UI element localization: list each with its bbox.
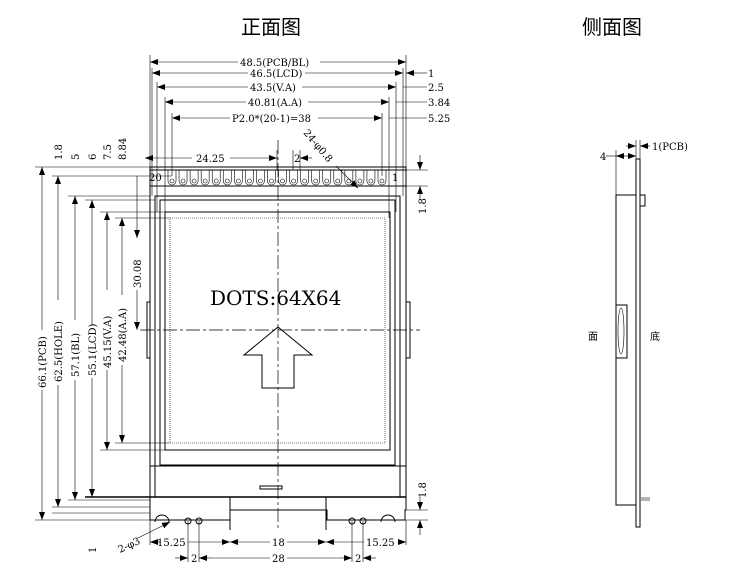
pin-hole: [335, 178, 341, 184]
dim-aa-height: 42.48(A.A): [118, 308, 129, 362]
pin-hole: [258, 178, 263, 184]
dim-va-height: 45.15(V.A): [103, 316, 114, 368]
dim-right-2: 2.5: [428, 83, 444, 94]
pin-pad: [222, 170, 232, 186]
bottom-dimensions: 15.25 18 15.25 2 28 2 2-φ3: [117, 520, 407, 565]
dim-mount-holes: 2-φ3: [117, 536, 143, 556]
pin-hole: [346, 178, 352, 184]
pin-hole: [379, 178, 385, 184]
dim-bottom-right-span: 15.25: [366, 538, 395, 549]
pin-pad: [366, 170, 376, 186]
lcd-outline: [154, 195, 401, 498]
dim-pcb-width: 48.5(PCB/BL): [240, 58, 309, 69]
pin-hole: [180, 178, 186, 184]
side-pcb-thickness: 1(PCB): [652, 142, 688, 153]
dim-bottom-left: 1: [88, 547, 99, 553]
dim-pcb-height: 66.1(PCB): [38, 336, 49, 388]
dim-right-upper: 1.8: [418, 198, 429, 214]
pin-pad: [267, 170, 276, 186]
pin-pad: [245, 170, 254, 186]
side-view: 4 1(PCB) 面 底: [588, 140, 688, 528]
dim-aa-width: 40.81(A.A): [248, 98, 302, 109]
dim-top-5: 8.84: [118, 138, 129, 160]
side-bottom-label: 底: [650, 330, 660, 343]
pin-pad: [178, 170, 188, 186]
pin-hole: [302, 178, 307, 184]
dim-top-1: 1.8: [54, 144, 65, 160]
side-view-title: 侧面图: [582, 15, 642, 39]
dim-pin-pitch: P2.0*(20-1)=38: [232, 114, 311, 125]
pin-hole: [213, 178, 219, 184]
pin-pad: [377, 170, 387, 186]
pin-pad: [278, 170, 287, 186]
front-view-title: 正面图: [241, 15, 301, 39]
side-pcb: [635, 158, 641, 528]
side-depth: 4: [600, 152, 606, 163]
top-dimensions: 48.5(PCB/BL) 46.5(LCD) 43.5(V.A) 40.81(A…: [145, 55, 450, 218]
pin-hole: [280, 178, 285, 184]
right-dimensions: 1.8 1.8: [406, 155, 429, 535]
pin-hole: [368, 178, 374, 184]
pin-hole: [291, 178, 296, 184]
side-face-label: 面: [588, 332, 598, 343]
pin-pad: [322, 170, 332, 186]
dim-bl-height: 57.1(BL): [71, 333, 82, 377]
bezel-outline: [159, 199, 396, 466]
pin-pad: [189, 170, 199, 186]
dim-bottom-span: 28: [272, 554, 285, 565]
dim-bottom-left-span: 15.25: [157, 538, 186, 549]
dim-pin-left: 2: [191, 554, 197, 565]
pin-pad: [167, 170, 177, 186]
dim-lcd-width: 46.5(LCD): [250, 69, 302, 80]
dim-right-1: 1: [428, 69, 434, 80]
pin-hole: [313, 178, 318, 184]
dim-right-lower: 1.8: [418, 482, 429, 498]
pin-pad: [234, 170, 243, 186]
pin-hole: [247, 178, 252, 184]
pin-pad: [311, 170, 320, 186]
dim-right-3: 3.84: [428, 98, 450, 109]
pin-hole: [357, 178, 363, 184]
pin-pad: [200, 170, 210, 186]
pcb-outline: [149, 166, 407, 521]
pin-pad: [211, 170, 221, 186]
front-view: DOTS:64X64: [140, 140, 420, 530]
pin-pad: [289, 170, 298, 186]
pin-hole: [269, 178, 274, 184]
orientation-arrow-icon: [242, 326, 314, 389]
dim-center-offset: 24.25: [196, 154, 225, 165]
pin-pad: [300, 170, 309, 186]
display-resolution: DOTS:64X64: [210, 286, 341, 310]
dim-bottom-center: 18: [272, 538, 285, 549]
pin-hole: [191, 178, 197, 184]
pin-hole: [224, 178, 230, 184]
dim-hole-height: 62.5(HOLE): [54, 321, 65, 382]
viewing-area: [164, 211, 391, 451]
pin-hole: [169, 178, 175, 184]
pin-hole: [202, 178, 208, 184]
dim-center-height: 30.08: [133, 259, 144, 288]
dim-right-4: 5.25: [428, 114, 450, 125]
dim-pin-holes: 24-φ0.8: [301, 128, 335, 165]
dim-lcd-height: 55.1(LCD): [88, 324, 99, 376]
pin-pad: [256, 170, 265, 186]
pin-hole: [236, 178, 241, 184]
left-dimensions: 66.1(PCB) 62.5(HOLE) 57.1(BL) 55.1(LCD) …: [35, 138, 172, 553]
dim-top-2: 5: [71, 154, 82, 160]
dim-top-4: 7.5: [103, 144, 114, 160]
dim-pin-right: 2: [355, 554, 361, 565]
dim-va-width: 43.5(V.A): [250, 83, 296, 94]
side-connector: [615, 304, 628, 359]
dim-pin-gap: 2: [294, 154, 300, 165]
pin-pad: [333, 170, 343, 186]
pin-label-first: 20: [149, 173, 162, 184]
pin-label-last: 1: [392, 173, 398, 184]
dim-top-3: 6: [88, 154, 99, 160]
pin-hole: [324, 178, 330, 184]
